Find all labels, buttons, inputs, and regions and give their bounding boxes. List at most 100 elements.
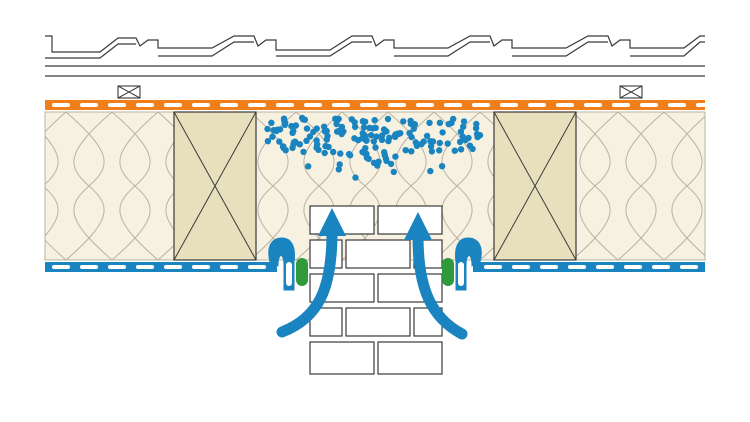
water-droplet-icon	[345, 150, 353, 158]
outer-membrane-dash	[332, 103, 350, 107]
inner-membrane-dash	[136, 265, 154, 269]
water-droplet-icon	[269, 133, 276, 140]
counter-batten-right-cross-b	[619, 85, 643, 99]
inner-membrane-dash	[512, 265, 530, 269]
brick	[377, 341, 443, 375]
outer-membrane-dash	[192, 103, 210, 107]
rafters	[173, 111, 577, 261]
water-droplet-icon	[387, 160, 395, 168]
outer-membrane-dash	[668, 103, 686, 107]
seal-right	[442, 258, 454, 286]
outer-membrane-dash	[584, 103, 602, 107]
water-droplet-icon	[361, 150, 369, 157]
insulation-wave	[65, 112, 113, 260]
water-droplet-icon	[444, 140, 451, 147]
outer-membrane-dash	[696, 103, 714, 107]
water-droplet-icon	[428, 148, 436, 155]
water-droplet-icon	[392, 153, 399, 160]
inner-membrane-dash	[164, 265, 182, 269]
water-droplet-icon	[456, 138, 464, 146]
water-droplet-icon	[372, 144, 379, 151]
water-droplet-icon	[335, 115, 342, 123]
insulation-wave	[663, 115, 705, 260]
water-droplet-icon	[276, 138, 283, 145]
water-droplet-icon	[371, 117, 378, 124]
water-droplet-icon	[330, 148, 337, 156]
water-droplet-icon	[451, 147, 458, 154]
water-droplet-icon	[279, 143, 287, 150]
water-droplet-icon	[313, 137, 320, 144]
water-droplet-icon	[369, 125, 376, 132]
roof-tiles	[45, 35, 705, 77]
insulation-wave	[45, 112, 67, 237]
water-droplet-icon	[439, 129, 446, 136]
water-droplet-icon	[408, 148, 415, 155]
water-droplet-icon	[322, 142, 329, 150]
water-droplet-icon	[384, 115, 392, 123]
water-droplet-icon	[465, 134, 472, 142]
water-droplet-icon	[423, 132, 431, 140]
rafter-left-cross-b	[173, 111, 257, 261]
outer-membrane-dash	[612, 103, 630, 107]
outer-membrane-dash	[416, 103, 434, 107]
inner-membrane-dash	[596, 265, 614, 269]
water-droplet-icon	[370, 138, 378, 145]
water-droplet-icon	[436, 147, 443, 154]
water-droplet-icon	[303, 125, 311, 132]
water-droplet-icon	[365, 155, 372, 162]
water-droplet-icon	[402, 147, 409, 154]
water-droplet-icon	[291, 138, 299, 145]
water-droplet-icon	[466, 142, 474, 149]
water-droplet-icon	[337, 150, 344, 157]
water-droplet-icon	[436, 119, 444, 127]
outer-membrane-dash	[52, 103, 70, 107]
inner-membrane-band-left	[45, 262, 277, 272]
brick	[309, 341, 375, 375]
water-droplet-icon	[375, 158, 382, 165]
water-droplet-icon	[385, 137, 392, 145]
water-droplet-icon	[459, 133, 466, 140]
water-droplet-icon	[323, 127, 330, 135]
inner-vapour-membrane	[45, 262, 705, 272]
water-droplet-icon	[438, 163, 446, 170]
water-droplet-icon	[472, 125, 480, 132]
inner-membrane-band-right	[473, 262, 705, 272]
water-droplet-icon	[457, 128, 465, 135]
outer-membrane-dash	[220, 103, 238, 107]
water-droplet-icon	[335, 166, 342, 173]
water-droplet-icon	[359, 130, 366, 137]
water-droplet-icon	[352, 174, 359, 181]
outer-membrane-dash	[472, 103, 490, 107]
clamp-right-slot	[458, 262, 464, 286]
water-droplet-icon	[351, 123, 359, 131]
counter-batten-left-cross-b	[117, 85, 141, 99]
water-droplet-icon	[313, 125, 320, 132]
water-droplet-icon	[282, 119, 289, 126]
airflow-arrow-left-shaft	[276, 226, 338, 338]
water-droplet-icon	[292, 122, 300, 129]
membrane-dash-markings	[52, 103, 714, 269]
outer-membrane-dash	[360, 103, 378, 107]
water-droplet-icon	[411, 121, 419, 128]
inner-membrane-dash	[652, 265, 670, 269]
water-droplet-icon	[264, 125, 271, 133]
inner-membrane-dash	[540, 265, 558, 269]
counter-battens	[117, 85, 643, 99]
inner-membrane-dash	[52, 265, 70, 269]
roof-tile-profile-lower	[45, 41, 705, 59]
water-droplet-icon	[450, 115, 457, 123]
inner-membrane-dash	[248, 265, 266, 269]
water-droplet-icon	[426, 119, 433, 127]
outer-membrane-dash	[248, 103, 266, 107]
water-droplet-icon	[460, 118, 468, 125]
outer-membrane-dash	[640, 103, 658, 107]
inner-membrane-dash	[80, 265, 98, 269]
water-droplet-icon	[474, 133, 481, 141]
brick	[345, 307, 411, 337]
water-droplet-icon	[333, 120, 340, 128]
outer-membrane-dash	[444, 103, 462, 107]
water-droplet-icon	[360, 124, 368, 131]
inner-membrane-dash	[680, 265, 698, 269]
water-droplet-icon	[323, 136, 330, 143]
